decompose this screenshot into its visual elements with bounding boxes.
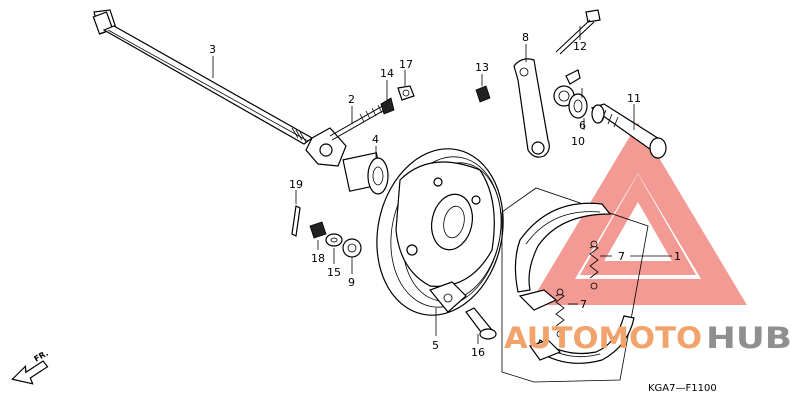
watermark-text: AUTOMOTO HUB (504, 321, 792, 355)
spring-washer-part (380, 97, 395, 115)
watermark-brand-right: HUB (706, 321, 792, 355)
watermark-logo (529, 122, 747, 305)
nut-part-17 (397, 85, 415, 101)
return-spring-lower (555, 288, 565, 338)
label-part-12: 12 (573, 40, 587, 53)
part-number-labels: 3 2 14 17 4 13 8 12 11 6 10 19 18 15 9 5… (209, 31, 681, 359)
label-part-4: 4 (372, 133, 379, 146)
label-part-9: 9 (348, 276, 355, 289)
brake-panel-part (376, 148, 504, 316)
direction-label: FR. (33, 349, 50, 364)
label-part-10: 10 (571, 135, 585, 148)
label-part-16: 16 (471, 346, 485, 359)
leader-lines (212, 26, 672, 344)
brake-arm-bolt-part (305, 103, 389, 167)
label-part-8: 8 (522, 31, 529, 44)
label-part-3: 3 (209, 43, 216, 56)
label-part-7-lower: 7 (580, 298, 587, 311)
washer-part-9 (342, 238, 362, 258)
label-part-5: 5 (432, 339, 439, 352)
label-part-18: 18 (311, 252, 325, 265)
watermark-brand-left: AUTOMOTO (504, 321, 702, 355)
collar-part (342, 152, 389, 195)
label-part-7-upper: 7 (618, 250, 625, 263)
label-part-13: 13 (475, 61, 489, 74)
brake-shoe-part (501, 187, 649, 383)
label-part-6: 6 (579, 119, 586, 132)
nut-part-18 (309, 221, 327, 239)
brake-cam-part (590, 103, 667, 159)
cotter-pin-part (291, 205, 301, 237)
label-part-17: 17 (399, 58, 413, 71)
axle-part (92, 9, 314, 145)
label-part-15: 15 (327, 266, 341, 279)
label-part-2: 2 (348, 93, 355, 106)
label-part-19: 19 (289, 178, 303, 191)
label-part-14: 14 (380, 67, 394, 80)
anchor-pin-part (465, 307, 497, 340)
washer-part-15 (325, 233, 343, 247)
front-direction-arrow: FR. (11, 349, 50, 385)
return-spring-upper (589, 240, 599, 290)
brake-arm-part (513, 58, 550, 158)
nut-part-13 (475, 85, 491, 103)
felt-seal-part (568, 93, 588, 119)
label-part-11: 11 (627, 92, 641, 105)
wear-indicator-part (553, 69, 581, 107)
label-part-1: 1 (674, 250, 681, 263)
bolt-part-12 (555, 9, 601, 55)
diagram-code: KGA7—F1100 (648, 383, 717, 394)
